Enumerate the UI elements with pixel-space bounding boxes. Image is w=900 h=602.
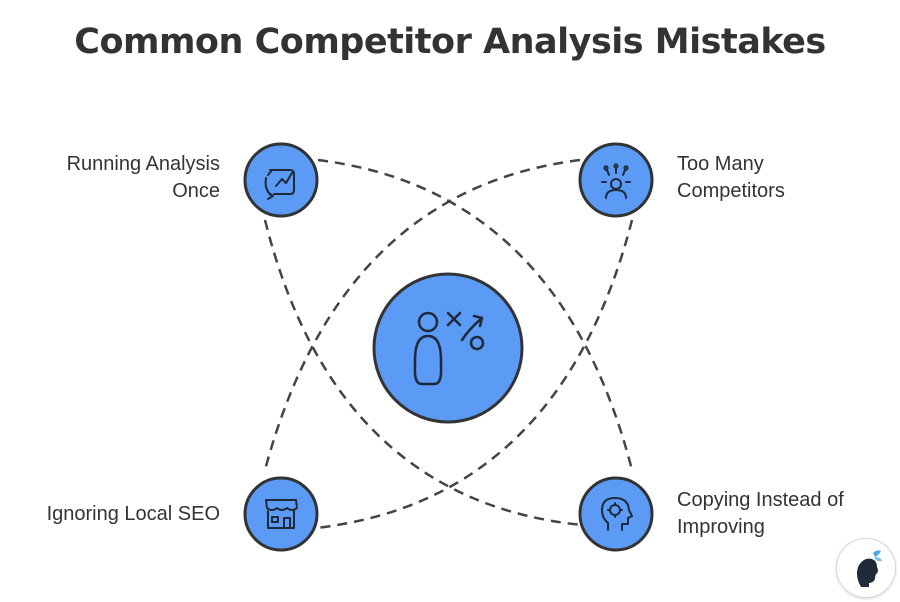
- label-running-analysis: Running Analysis Once: [66, 153, 220, 202]
- storefront-icon: [265, 499, 298, 529]
- label-copying-instead: Copying Instead of Improving: [677, 489, 844, 538]
- head-brain-icon: [601, 497, 633, 531]
- connector-arc-a: [317, 158, 634, 471]
- node-copying-instead: [578, 476, 654, 552]
- label-ignoring-local-seo: Ignoring Local SEO: [46, 503, 220, 525]
- crowd-person-icon: [601, 163, 631, 199]
- label-too-many-competitors: Too Many Competitors: [677, 153, 785, 202]
- connector-arc-d: [315, 219, 634, 530]
- connector-arc-b: [263, 158, 581, 471]
- center-node: [372, 272, 524, 424]
- refresh-chart-icon: [264, 169, 295, 200]
- node-running-analysis: [243, 142, 319, 218]
- node-too-many-competitors: [578, 142, 654, 218]
- connector-arc-c: [263, 219, 583, 527]
- page-title: Common Competitor Analysis Mistakes: [74, 22, 826, 62]
- brand-logo: [836, 538, 896, 598]
- strategy-person-icon: [413, 311, 485, 386]
- butterfly-head-logo-icon: [857, 550, 882, 587]
- node-ignoring-local-seo: [243, 476, 319, 552]
